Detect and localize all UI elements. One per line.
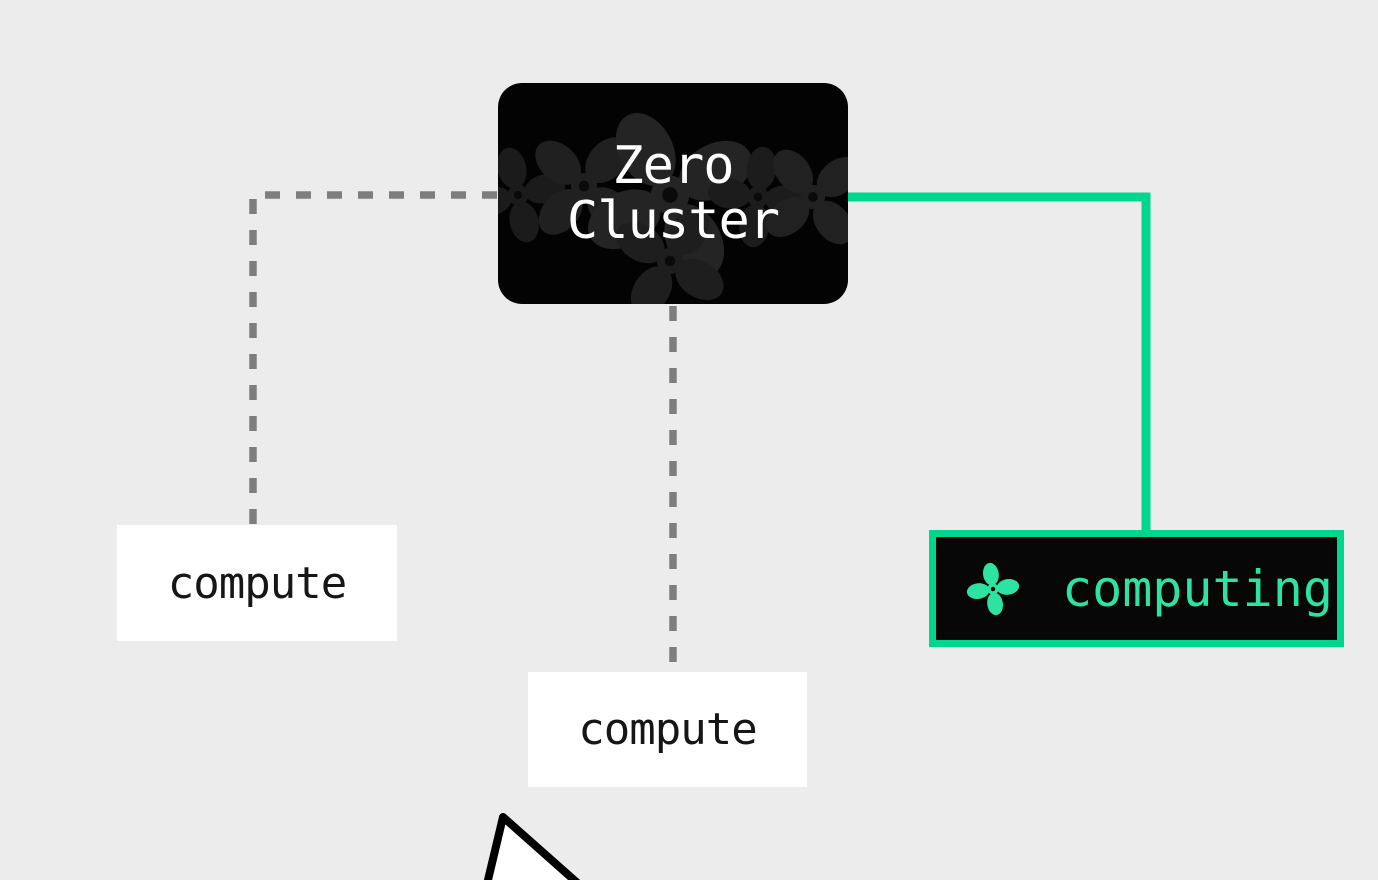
node-compute-middle[interactable]: compute <box>528 672 807 787</box>
connector-active-green <box>848 192 1151 535</box>
compute-middle-label: compute <box>578 704 757 755</box>
cluster-label-line2: Cluster <box>566 190 780 251</box>
cluster-label-line1: Zero <box>612 136 734 197</box>
fan-icon <box>966 561 1020 616</box>
node-compute-left[interactable]: compute <box>117 525 397 641</box>
pointer-arrow-icon <box>483 813 581 880</box>
connector-dashed-left <box>249 191 497 526</box>
node-computing-active[interactable]: computing <box>929 530 1344 647</box>
computing-node-label: computing <box>1062 559 1333 618</box>
compute-left-label: compute <box>167 557 347 609</box>
